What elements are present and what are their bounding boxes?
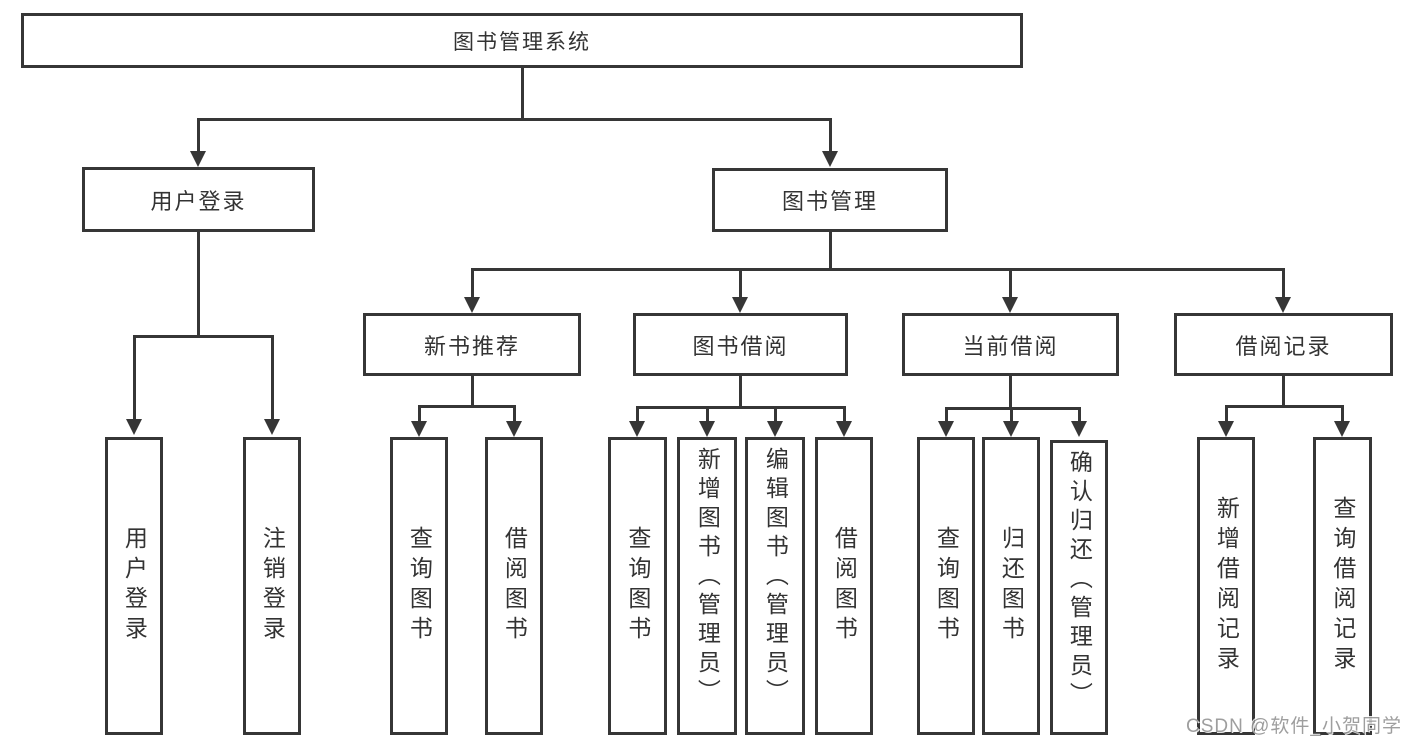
- leaf-borrow-books-recommend-label: 借阅图书: [501, 526, 528, 646]
- connector-line: [521, 68, 524, 118]
- connector-line: [1009, 268, 1012, 298]
- node-new-book-recommend-label: 新书推荐: [423, 333, 520, 359]
- connector-line: [1282, 268, 1285, 298]
- connector-line: [739, 268, 742, 298]
- leaf-edit-book-admin-label: 编辑图书（管理员）: [762, 447, 789, 708]
- leaf-query-books-borrow-label: 查询图书: [624, 526, 651, 646]
- connector-line: [739, 376, 742, 407]
- connector-line: [1225, 405, 1344, 408]
- connector-line: [513, 405, 516, 422]
- leaf-return-books-label: 归还图书: [998, 526, 1025, 646]
- leaf-logout: 注销登录: [243, 437, 301, 735]
- node-book-borrow: 图书借阅: [633, 313, 848, 376]
- node-current-borrow: 当前借阅: [902, 313, 1119, 376]
- arrow-down-icon: [1003, 421, 1019, 437]
- node-borrow-records: 借阅记录: [1174, 313, 1393, 376]
- arrow-down-icon: [836, 421, 852, 437]
- leaf-logout-label: 注销登录: [259, 526, 286, 646]
- node-borrow-records-label: 借阅记录: [1235, 333, 1332, 359]
- connector-line: [1009, 376, 1012, 408]
- leaf-confirm-return-admin-label: 确认归还（管理员）: [1066, 450, 1093, 711]
- watermark: CSDN @软件_小贺同学: [1186, 716, 1402, 737]
- connector-line: [471, 268, 1285, 271]
- arrow-down-icon: [464, 297, 480, 313]
- arrow-down-icon: [732, 297, 748, 313]
- arrow-down-icon: [938, 421, 954, 437]
- connector-line: [471, 376, 474, 406]
- leaf-query-books-current-label: 查询图书: [933, 526, 960, 646]
- leaf-add-borrow-record: 新增借阅记录: [1197, 437, 1255, 735]
- node-book-borrow-label: 图书借阅: [692, 333, 789, 359]
- connector-line: [829, 118, 832, 152]
- connector-line: [471, 268, 474, 298]
- arrow-down-icon: [1275, 297, 1291, 313]
- node-root-label: 图书管理系统: [453, 30, 591, 54]
- connector-line: [1078, 407, 1081, 422]
- connector-line: [706, 406, 709, 422]
- arrow-down-icon: [1218, 421, 1234, 437]
- connector-line: [197, 118, 200, 152]
- node-new-book-recommend: 新书推荐: [363, 313, 581, 376]
- leaf-query-borrow-record-label: 查询借阅记录: [1329, 496, 1356, 676]
- arrow-down-icon: [822, 151, 838, 167]
- leaf-query-books-recommend-label: 查询图书: [406, 526, 433, 646]
- node-root: 图书管理系统: [21, 13, 1023, 68]
- arrow-down-icon: [1334, 421, 1350, 437]
- leaf-add-borrow-record-label: 新增借阅记录: [1213, 496, 1240, 676]
- connector-line: [636, 406, 846, 409]
- connector-line: [271, 335, 274, 420]
- node-book-management: 图书管理: [712, 168, 948, 232]
- leaf-user-login: 用户登录: [105, 437, 163, 735]
- node-user-login: 用户登录: [82, 167, 315, 232]
- leaf-add-book-admin-label: 新增图书（管理员）: [694, 447, 721, 708]
- connector-line: [774, 406, 777, 422]
- leaf-add-book-admin: 新增图书（管理员）: [677, 437, 737, 735]
- leaf-return-books: 归还图书: [982, 437, 1040, 735]
- node-user-login-label: 用户登录: [150, 188, 247, 214]
- leaf-confirm-return-admin: 确认归还（管理员）: [1050, 440, 1108, 735]
- connector-line: [843, 406, 846, 422]
- arrow-down-icon: [190, 151, 206, 167]
- connector-line: [133, 335, 274, 338]
- connector-line: [1010, 407, 1013, 422]
- connector-line: [1282, 376, 1285, 406]
- leaf-query-books-borrow: 查询图书: [608, 437, 667, 735]
- arrow-down-icon: [629, 421, 645, 437]
- node-book-management-label: 图书管理: [781, 189, 878, 214]
- leaf-user-login-label: 用户登录: [121, 526, 148, 646]
- arrow-down-icon: [411, 421, 427, 437]
- arrow-down-icon: [506, 421, 522, 437]
- connector-line: [829, 232, 832, 271]
- leaf-query-books-recommend: 查询图书: [390, 437, 448, 735]
- node-current-borrow-label: 当前借阅: [962, 333, 1059, 359]
- connector-line: [197, 118, 831, 121]
- connector-line: [945, 407, 1081, 410]
- connector-line: [945, 407, 948, 422]
- connector-line: [1225, 405, 1228, 422]
- leaf-borrow-books-borrow: 借阅图书: [815, 437, 873, 735]
- arrow-down-icon: [126, 419, 142, 435]
- connector-line: [1341, 405, 1344, 422]
- leaf-query-borrow-record: 查询借阅记录: [1313, 437, 1372, 735]
- arrow-down-icon: [1002, 297, 1018, 313]
- leaf-query-books-current: 查询图书: [917, 437, 975, 735]
- arrow-down-icon: [1071, 421, 1087, 437]
- arrow-down-icon: [264, 419, 280, 435]
- leaf-borrow-books-borrow-label: 借阅图书: [831, 526, 858, 646]
- arrow-down-icon: [699, 421, 715, 437]
- connector-line: [636, 406, 639, 422]
- leaf-edit-book-admin: 编辑图书（管理员）: [745, 437, 805, 735]
- arrow-down-icon: [767, 421, 783, 437]
- connector-line: [418, 405, 421, 422]
- connector-line: [133, 335, 136, 420]
- leaf-borrow-books-recommend: 借阅图书: [485, 437, 543, 735]
- connector-line: [197, 232, 200, 335]
- connector-line: [418, 405, 516, 408]
